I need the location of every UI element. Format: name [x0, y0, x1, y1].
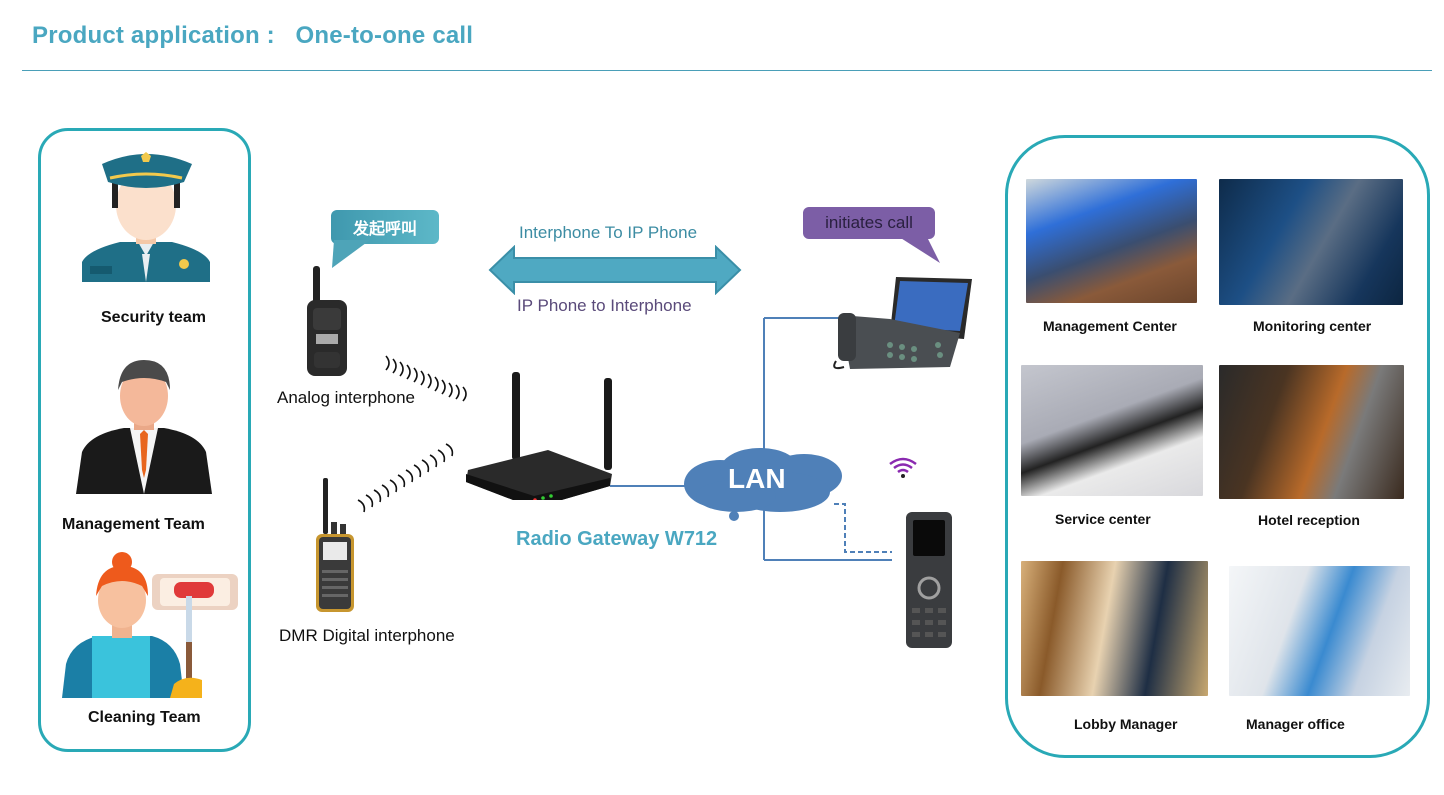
- photo-lobby-manager: [1021, 561, 1208, 696]
- radio-waves-analog-icon: [385, 355, 467, 402]
- initiates-call-bubble: initiates call: [803, 207, 935, 239]
- cleaner-icon: [62, 552, 238, 698]
- dmr-interphone-device: [316, 478, 354, 612]
- location-label-lobby-manager: Lobby Manager: [1074, 716, 1178, 732]
- title-divider: [22, 70, 1432, 71]
- lan-cloud-icon: [684, 448, 842, 521]
- gateway-label: Radio Gateway W712: [516, 528, 718, 550]
- lan-label: LAN: [728, 463, 786, 494]
- ip-desk-phone-device: [833, 277, 972, 370]
- location-label-hotel-reception: Hotel reception: [1258, 512, 1360, 528]
- network-connections: [610, 317, 892, 561]
- photo-service-center: [1021, 365, 1203, 496]
- location-label-manager-office: Manager office: [1246, 716, 1345, 732]
- bidirectional-arrow-icon: [488, 245, 742, 295]
- analog-interphone-device: [307, 266, 347, 376]
- teams-panel: [38, 128, 251, 752]
- locations-panel: [1005, 135, 1430, 758]
- location-label-service-center: Service center: [1055, 511, 1151, 527]
- bubble-tail-left: [332, 240, 370, 268]
- arrow-label-ip-to-interphone: IP Phone to Interphone: [517, 296, 692, 315]
- radio-waves-dmr-icon: [357, 443, 454, 513]
- team-label-management: Management Team: [62, 516, 205, 533]
- photo-hotel-reception: [1219, 365, 1404, 499]
- location-label-monitoring-center: Monitoring center: [1253, 318, 1372, 334]
- photo-management-center: [1026, 179, 1197, 303]
- wifi-icon: [889, 457, 917, 478]
- security-guard-icon: [82, 152, 210, 282]
- page-title: Product application : One-to-one call: [32, 22, 474, 49]
- manager-icon: [76, 360, 212, 494]
- initiate-call-bubble-cn: 发起呼叫: [331, 210, 439, 244]
- location-label-management-center: Management Center: [1043, 318, 1177, 334]
- radio-gateway-device: [466, 372, 612, 500]
- photo-manager-office: [1229, 566, 1410, 696]
- team-label-cleaning: Cleaning Team: [88, 709, 201, 726]
- analog-interphone-label: Analog interphone: [277, 388, 416, 407]
- dmr-interphone-label: DMR Digital interphone: [279, 626, 455, 645]
- photo-monitoring-center: [1219, 179, 1403, 305]
- dect-handset-device: [906, 512, 952, 648]
- bubble-tail-right: [896, 235, 940, 263]
- arrow-label-interphone-to-ip: Interphone To IP Phone: [519, 223, 698, 242]
- team-label-security: Security team: [101, 309, 206, 326]
